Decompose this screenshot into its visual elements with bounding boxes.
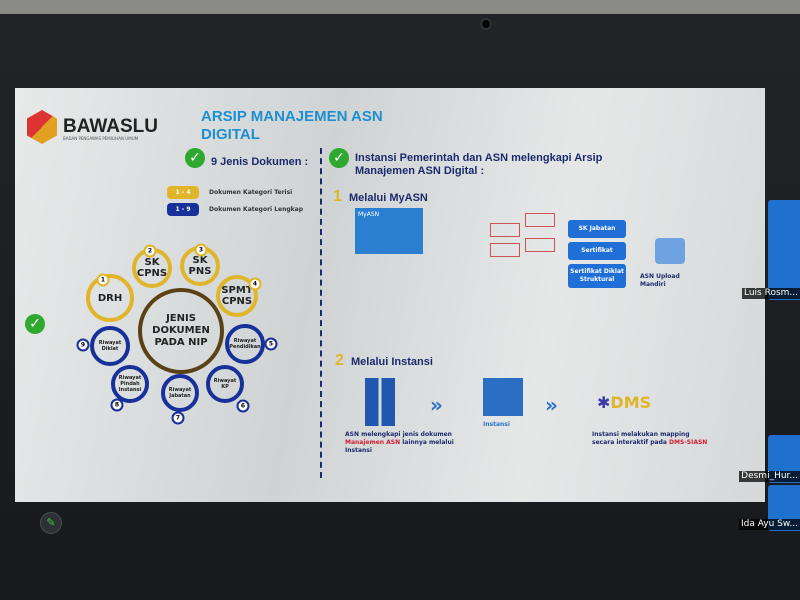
presentation-slide: BAWASLU BADAN PENGAWAS PEMILIHAN UMUM AR… — [15, 88, 765, 502]
webcam — [480, 18, 492, 30]
participant-tile[interactable]: Luis Rosm... — [741, 200, 800, 300]
document-number-badge: 2 — [143, 244, 157, 258]
participant-name: Luis Rosm... — [741, 288, 800, 299]
document-number-badge: 4 — [248, 277, 262, 291]
sk-jabatan-box: SK Jabatan — [568, 220, 626, 238]
step1-title: Melalui MyASN — [349, 192, 428, 204]
document-number-badge: 5 — [264, 337, 278, 351]
background-wall — [0, 0, 800, 14]
document-circle: DRH — [86, 274, 134, 322]
slide-title: ARSIP MANAJEMEN ASN DIGITAL — [201, 108, 383, 143]
brand-name: BAWASLU — [63, 116, 158, 137]
check-icon: ✓ — [25, 314, 45, 334]
dms-logo: ✱DMS — [597, 393, 652, 412]
step-number: 1 — [333, 188, 342, 205]
participant-name: Desmi_Hur... — [739, 471, 800, 482]
participant-tile[interactable]: Desmi_Hur... — [739, 435, 800, 483]
check-icon: ✓ — [185, 148, 205, 168]
document-number-badge: 7 — [171, 411, 185, 425]
document-circle: SPMT CPNS — [216, 275, 258, 317]
chevron-right-icon: » — [430, 393, 443, 417]
myasn-screenshot: MyASN — [355, 208, 423, 254]
legend-label: Dokumen Kategori Lengkap — [209, 206, 303, 213]
legend-pill-complete: 1 - 9 — [167, 203, 199, 216]
asn-text: ASN melengkapi jenis dokumen Manajemen A… — [345, 431, 454, 454]
asn-people-icon — [365, 378, 395, 426]
upload-label: ASN Upload Mandiri — [640, 273, 680, 288]
document-circle: Riwayat Pindah Instansi — [111, 365, 149, 403]
building-icon — [483, 378, 523, 416]
annotate-pen-button[interactable]: ✎ — [40, 512, 62, 534]
legend-pill-filled: 1 - 4 — [167, 186, 199, 199]
center-circle: JENIS DOKUMEN PADA NIP — [138, 288, 224, 374]
chevron-right-icon: » — [545, 393, 558, 417]
myasn-menu-grid — [430, 213, 570, 303]
document-circle: Riwayat Jabatan — [161, 374, 199, 412]
document-circle: Riwayat Diklat — [90, 326, 130, 366]
divider — [320, 148, 322, 478]
document-number-badge: 8 — [110, 398, 124, 412]
document-circle: Riwayat Pendidikan — [225, 324, 265, 364]
brand-subtitle: BADAN PENGAWAS PEMILIHAN UMUM — [63, 136, 139, 141]
check-icon: ✓ — [329, 148, 349, 168]
participant-tile[interactable]: Ida Ayu Sw... — [738, 485, 800, 531]
dms-text: Instansi melakukan mapping secara intera… — [592, 431, 708, 446]
bawaslu-logo-mark — [27, 110, 57, 144]
folder-upload-icon — [655, 238, 685, 264]
sertifikat-box: Sertifikat — [568, 242, 626, 260]
sertifikat-diklat-box: Sertifikat Diklat Struktural — [568, 264, 626, 288]
document-number-badge: 3 — [194, 243, 208, 257]
document-number-badge: 6 — [236, 399, 250, 413]
step-number: 2 — [335, 352, 344, 369]
bawaslu-logo: BAWASLU BADAN PENGAWAS PEMILIHAN UMUM — [27, 110, 158, 144]
myasn-app-label: MyASN — [358, 211, 380, 218]
participant-name: Ida Ayu Sw... — [738, 519, 800, 530]
step2-title: Melalui Instansi — [351, 356, 433, 368]
document-number-badge: 1 — [96, 273, 110, 287]
document-number-badge: 9 — [76, 338, 90, 352]
document-circle: Riwayat KP — [206, 365, 244, 403]
legend-label: Dokumen Kategori Terisi — [209, 189, 293, 196]
instansi-label: Instansi — [483, 421, 510, 428]
left-heading: 9 Jenis Dokumen : — [211, 156, 309, 168]
right-heading: Instansi Pemerintah dan ASN melengkapi A… — [355, 152, 603, 177]
